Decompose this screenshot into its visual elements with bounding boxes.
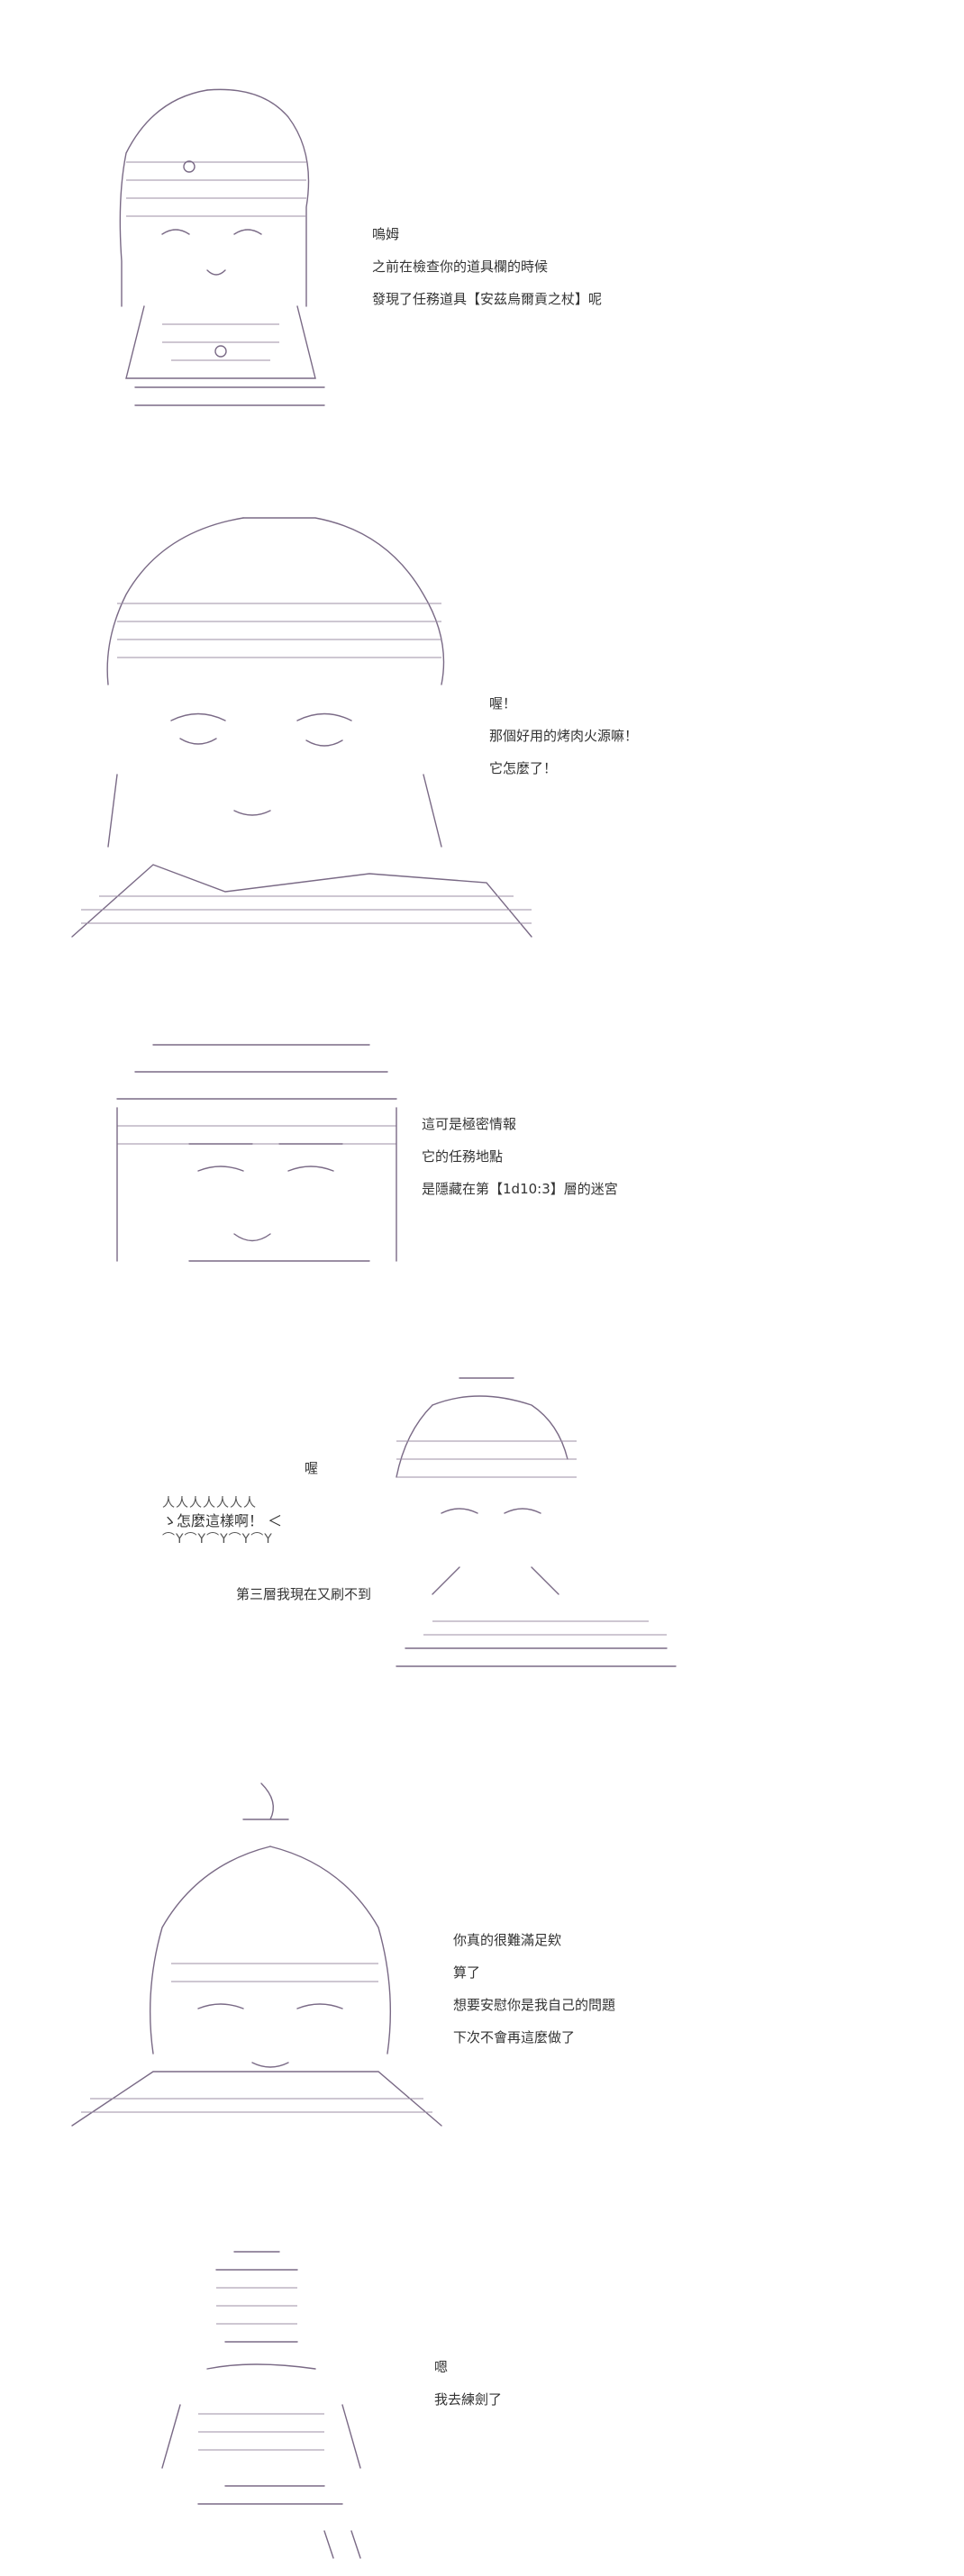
ascii-art-character-2: [71, 517, 532, 938]
dialogue-3: 這可是極密情報 它的任務地點 是隱藏在第【1d10:3】層的迷宮: [422, 1108, 618, 1205]
ascii-art-character-1: [119, 88, 325, 406]
dialogue-line: 算了: [453, 1964, 481, 1981]
burst-top-decoration: 人人人人人人人: [162, 1496, 257, 1510]
dialogue-line: 它怎麼了！: [489, 760, 558, 776]
dialogue-line: 下次不會再這麼做了: [453, 2029, 576, 2045]
panel-4: 喔: [0, 1351, 964, 1693]
dialogue-line: 是隱藏在第【1d10:3】層的迷宮: [422, 1181, 618, 1197]
panel-1: 嗚姆 之前在檢查你的道具欄的時候 發現了任務道具【安茲烏爾貢之杖】呢: [0, 0, 964, 450]
shout-bubble: 人人人人人人人 ゝ怎麼這樣啊！ ＜ ⌒Y⌒Y⌒Y⌒Y⌒Y: [162, 1495, 282, 1547]
ascii-art-character-6: [161, 2251, 361, 2559]
dialogue-line: 嗯: [434, 2359, 449, 2375]
dialogue-line: 這可是極密情報: [422, 1116, 517, 1132]
shout-text: ゝ怎麼這樣啊！ ＜: [162, 1512, 283, 1529]
dialogue-line: 發現了任務道具【安茲烏爾貢之杖】呢: [372, 291, 603, 307]
dialogue-6: 嗯 我去練劍了: [434, 2351, 502, 2416]
panel-3: 這可是極密情報 它的任務地點 是隱藏在第【1d10:3】層的迷宮: [0, 1018, 964, 1306]
dialogue-line: 它的任務地點: [422, 1148, 504, 1165]
dialogue-line: 喔: [305, 1460, 319, 1476]
dialogue-4: 喔: [305, 1452, 318, 1484]
dialogue-line: 那個好用的烤肉火源嘛！: [489, 728, 639, 744]
panel-2: 喔！ 那個好用的烤肉火源嘛！ 它怎麼了！: [0, 504, 964, 973]
dialogue-line: 嗚姆: [372, 226, 400, 242]
dialogue-line: 我去練劍了: [434, 2391, 503, 2408]
dialogue-4-extra: 第三層我現在又刷不到: [236, 1578, 371, 1610]
ascii-art-character-5: [71, 1782, 442, 2127]
dialogue-line: 之前在檢查你的道具欄的時候: [372, 259, 549, 275]
dialogue-5: 你真的很難滿足欸 算了 想要安慰你是我自己的問題 下次不會再這麼做了: [453, 1924, 615, 2054]
ascii-art-character-4: [396, 1377, 677, 1667]
dialogue-2: 喔！ 那個好用的烤肉火源嘛！ 它怎麼了！: [489, 687, 638, 785]
burst-bottom-decoration: ⌒Y⌒Y⌒Y⌒Y⌒Y: [162, 1532, 273, 1547]
panel-5: 你真的很難滿足欸 算了 想要安慰你是我自己的問題 下次不會再這麼做了: [0, 1765, 964, 2153]
dialogue-line: 你真的很難滿足欸: [453, 1932, 562, 1948]
dialogue-1: 嗚姆 之前在檢查你的道具欄的時候 發現了任務道具【安茲烏爾貢之杖】呢: [372, 218, 602, 315]
ascii-art-character-3: [116, 1044, 397, 1262]
dialogue-line: 想要安慰你是我自己的問題: [453, 1997, 616, 2013]
dialogue-line: 喔！: [489, 695, 517, 712]
panel-6: 嗯 我去練劍了: [0, 2234, 964, 2576]
dialogue-line: 第三層我現在又刷不到: [236, 1586, 372, 1602]
